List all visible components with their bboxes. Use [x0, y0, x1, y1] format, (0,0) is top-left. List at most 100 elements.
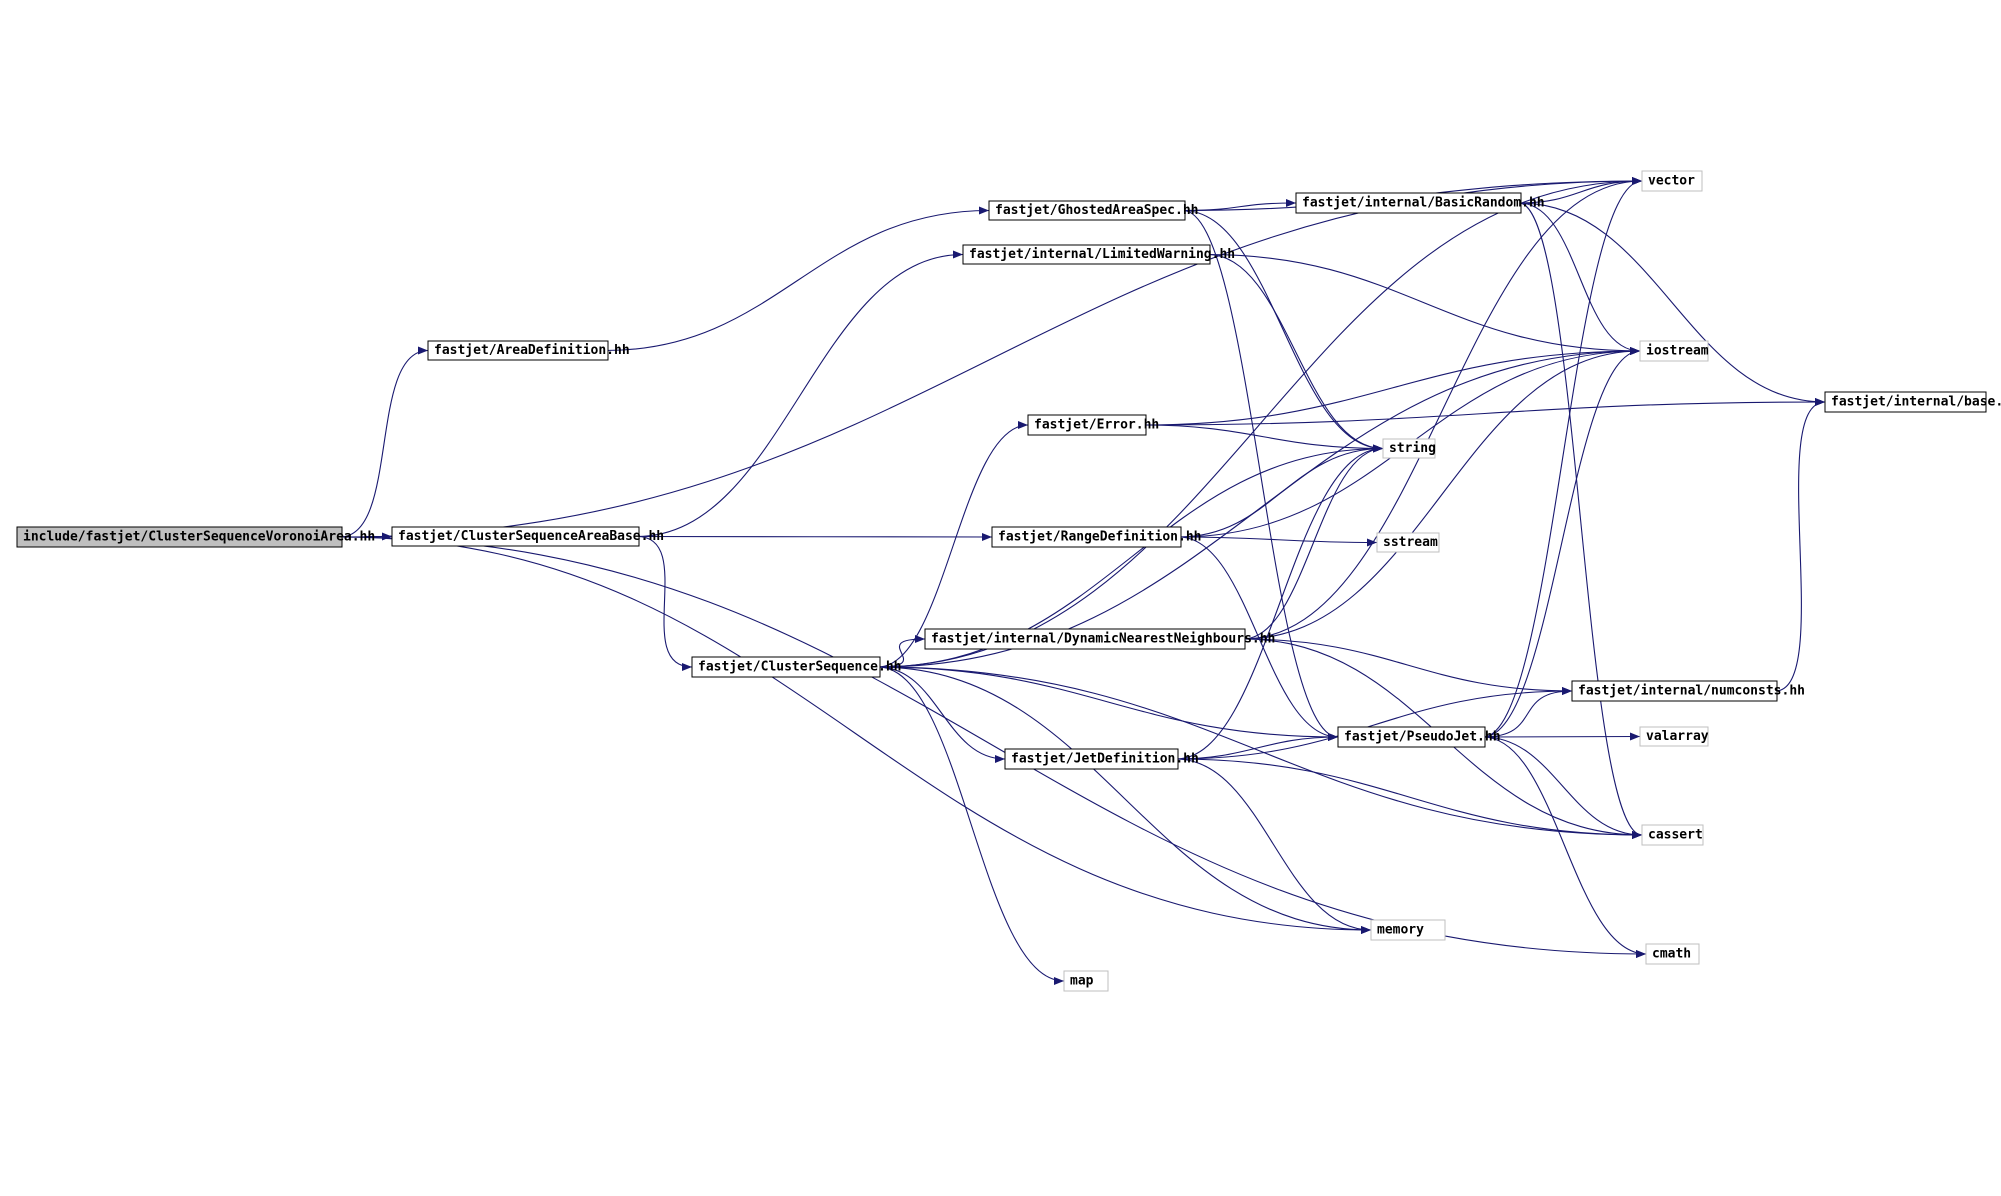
edge-areadef-to-ghosted [605, 206, 990, 352]
node-areadef[interactable]: fastjet/AreaDefinition.hh [427, 340, 630, 361]
node-dnn[interactable]: fastjet/internal/DynamicNearestNeighbour… [924, 628, 1275, 650]
edge-layer [339, 177, 1826, 985]
edge-numconsts-to-base [1774, 398, 1826, 692]
node-box-vector [1641, 170, 1703, 192]
edge-cs-to-dnn [877, 635, 926, 668]
node-box-csab [391, 526, 640, 547]
edge-csab-to-rangedef [636, 532, 993, 541]
edge-jetdef-to-numconsts [1175, 687, 1573, 760]
edge-basicrandom-to-base [1518, 202, 1826, 406]
edge-root-to-areadef [339, 346, 429, 538]
edge-basicrandom-to-iostream [1518, 202, 1641, 355]
edge-jetdef-to-cassert [1175, 758, 1643, 839]
edge-basicrandom-to-vector [1518, 177, 1643, 204]
node-label-areadef: fastjet/AreaDefinition.hh [434, 343, 630, 358]
edge-rangedef-to-pseudojet [1178, 536, 1339, 741]
edge-csab-to-limwarn [636, 250, 964, 538]
edge-dnn-to-numconsts [1242, 638, 1573, 695]
node-box-limwarn [962, 244, 1211, 265]
edge-jetdef-to-string [1175, 444, 1384, 760]
edge-cs-to-jetdef [877, 666, 1006, 763]
edge-limwarn-to-string [1207, 253, 1384, 453]
edge-cs-to-pseudojet [877, 666, 1339, 741]
node-base[interactable]: fastjet/internal/base.hh [1824, 391, 2001, 413]
edge-error-to-iostream [1143, 347, 1641, 426]
node-numconsts[interactable]: fastjet/internal/numconsts.hh [1571, 680, 1805, 702]
edge-dnn-to-string [1242, 444, 1384, 640]
edge-limwarn-to-iostream [1207, 253, 1641, 355]
edge-cs-to-map [877, 666, 1065, 985]
node-box-map [1063, 970, 1109, 992]
node-label-jetdef: fastjet/JetDefinition.hh [1011, 752, 1199, 767]
node-label-cassert: cassert [1648, 828, 1703, 843]
node-memory: memory [1370, 919, 1446, 941]
node-root[interactable]: include/fastjet/ClusterSequenceVoronoiAr… [16, 526, 375, 548]
edge-dnn-to-iostream [1242, 347, 1641, 640]
edge-root-to-memory [339, 536, 1372, 934]
edge-pseudojet-to-cassert [1482, 736, 1643, 839]
edge-cs-to-memory [877, 666, 1372, 934]
node-string: string [1382, 438, 1436, 459]
edge-ghosted-to-pseudojet [1182, 209, 1339, 741]
edge-rangedef-to-sstream [1178, 536, 1378, 547]
node-pseudojet[interactable]: fastjet/PseudoJet.hh [1337, 726, 1501, 748]
node-error[interactable]: fastjet/Error.hh [1027, 414, 1159, 436]
node-label-pseudojet: fastjet/PseudoJet.hh [1344, 730, 1501, 745]
node-ghosted[interactable]: fastjet/GhostedAreaSpec.hh [988, 200, 1199, 221]
edge-jetdef-to-pseudojet [1175, 733, 1339, 760]
node-label-base: fastjet/internal/base.hh [1831, 395, 2001, 410]
node-label-limwarn: fastjet/internal/LimitedWarning.hh [969, 247, 1235, 262]
node-label-string: string [1389, 441, 1436, 456]
node-label-dnn: fastjet/internal/DynamicNearestNeighbour… [931, 632, 1275, 647]
node-basicrandom[interactable]: fastjet/internal/BasicRandom.hh [1295, 192, 1545, 214]
node-label-root: include/fastjet/ClusterSequenceVoronoiAr… [23, 530, 375, 545]
node-box-areadef [427, 340, 609, 361]
node-cmath: cmath [1645, 943, 1700, 965]
node-label-basicrandom: fastjet/internal/BasicRandom.hh [1302, 196, 1545, 211]
edge-pseudojet-to-vector [1482, 177, 1643, 738]
edge-pseudojet-to-cmath [1482, 736, 1647, 958]
node-box-jetdef [1004, 748, 1179, 770]
edge-dnn-to-vector [1242, 177, 1643, 640]
node-map: map [1063, 970, 1109, 992]
node-label-ghosted: fastjet/GhostedAreaSpec.hh [995, 203, 1199, 218]
node-box-iostream [1639, 340, 1709, 362]
edge-jetdef-to-memory [1175, 758, 1372, 934]
node-cassert: cassert [1641, 824, 1704, 846]
edge-rangedef-to-string [1178, 444, 1384, 538]
edge-cs-to-string [877, 444, 1384, 668]
node-box-numconsts [1571, 680, 1778, 702]
edge-csab-to-cs [636, 535, 693, 671]
node-box-cmath [1645, 943, 1700, 965]
node-box-cs [691, 656, 881, 678]
edge-pseudojet-to-numconsts [1482, 687, 1573, 738]
node-cs[interactable]: fastjet/ClusterSequence.hh [691, 656, 902, 678]
node-box-dnn [924, 628, 1246, 650]
node-iostream: iostream [1639, 340, 1709, 362]
node-label-numconsts: fastjet/internal/numconsts.hh [1578, 684, 1805, 699]
node-box-pseudojet [1337, 726, 1486, 748]
node-limwarn[interactable]: fastjet/internal/LimitedWarning.hh [962, 244, 1235, 265]
node-box-cassert [1641, 824, 1704, 846]
node-label-memory: memory [1377, 923, 1424, 938]
node-box-memory [1370, 919, 1446, 941]
node-vector: vector [1641, 170, 1703, 192]
node-box-basicrandom [1295, 192, 1522, 214]
node-label-rangedef: fastjet/RangeDefinition.hh [998, 530, 1202, 545]
edge-cs-to-cassert [877, 666, 1643, 839]
node-sstream: sstream [1376, 532, 1440, 553]
edge-ghosted-to-string [1182, 209, 1384, 453]
node-box-error [1027, 414, 1147, 436]
edge-error-to-string [1143, 424, 1384, 453]
node-csab[interactable]: fastjet/ClusterSequenceAreaBase.hh [391, 526, 664, 547]
edge-pseudojet-to-valarray [1482, 732, 1641, 741]
edge-pseudojet-to-iostream [1482, 347, 1641, 738]
node-label-valarray: valarray [1646, 729, 1709, 744]
node-box-ghosted [988, 200, 1186, 221]
node-rangedef[interactable]: fastjet/RangeDefinition.hh [991, 526, 1202, 548]
node-box-sstream [1376, 532, 1440, 553]
edge-error-to-base [1143, 398, 1826, 426]
node-box-root [16, 526, 343, 548]
node-jetdef[interactable]: fastjet/JetDefinition.hh [1004, 748, 1199, 770]
